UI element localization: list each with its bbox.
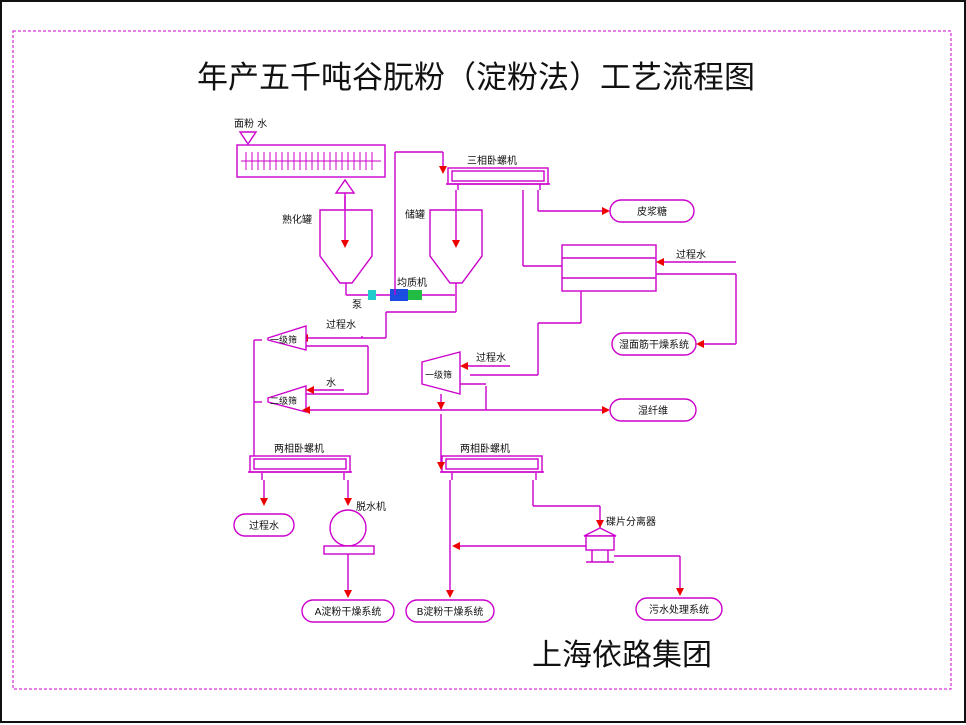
inner-dashed-border bbox=[12, 30, 952, 690]
output-b-starch bbox=[405, 599, 495, 623]
screen-1-left bbox=[267, 325, 307, 351]
label-decanter-2phase-right: 两相卧螺机 bbox=[460, 442, 510, 455]
output-wet-gluten bbox=[611, 332, 697, 356]
output-a-starch-label: A淀粉干燥系统 bbox=[315, 605, 382, 618]
label-mixing-tank: 熟化罐 bbox=[282, 213, 312, 226]
output-wet-fiber-label: 湿纤维 bbox=[638, 404, 668, 417]
label-process-water-2: 过程水 bbox=[326, 318, 356, 331]
output-process-water bbox=[233, 513, 295, 537]
hopper-icon bbox=[238, 131, 258, 146]
output-a-starch bbox=[301, 599, 395, 623]
label-pump: 泵 bbox=[352, 299, 362, 311]
label-process-water-1: 过程水 bbox=[676, 248, 706, 261]
pump-icon bbox=[368, 290, 376, 300]
disc-separator bbox=[583, 527, 617, 537]
label-dewater: 脱水机 bbox=[356, 500, 386, 513]
label-screen-2-left: 二级筛 bbox=[270, 395, 297, 407]
label-process-water-3: 过程水 bbox=[476, 351, 506, 364]
label-water: 水 bbox=[326, 377, 336, 389]
dewater-machine bbox=[329, 509, 367, 547]
output-process-water-label: 过程水 bbox=[249, 519, 279, 532]
output-waste-syrup-label: 皮浆糖 bbox=[637, 205, 667, 218]
output-wet-fiber bbox=[609, 398, 697, 422]
label-storage-tank: 储罐 bbox=[405, 208, 425, 221]
homogenizer-motor-icon bbox=[390, 289, 408, 301]
company-name: 上海依路集团 bbox=[532, 638, 712, 673]
mixer-blade-ticks bbox=[245, 152, 373, 170]
diagram-title: 年产五千吨谷朊粉（淀粉法）工艺流程图 bbox=[197, 60, 755, 96]
homogenizer-body-icon bbox=[408, 290, 422, 300]
mixing-tank bbox=[319, 209, 373, 284]
output-wet-gluten-label: 湿面筋干燥系统 bbox=[619, 338, 689, 351]
label-disc-separator: 碟片分离器 bbox=[606, 515, 656, 528]
output-b-starch-label: B淀粉干燥系统 bbox=[417, 605, 484, 618]
mixer-outlet-triangle bbox=[334, 178, 356, 194]
output-waste-syrup bbox=[609, 199, 695, 223]
label-homogenizer: 均质机 bbox=[397, 276, 427, 289]
label-decanter-3phase: 三相卧螺机 bbox=[467, 154, 517, 167]
gluten-wash-tank bbox=[561, 244, 657, 292]
output-wastewater bbox=[635, 597, 723, 621]
label-flour-water: 面粉 水 bbox=[234, 117, 267, 130]
label-screen-1-right: 一级筛 bbox=[425, 369, 452, 381]
label-screen-1-left: 一级筛 bbox=[270, 334, 297, 346]
output-wastewater-label: 污水处理系统 bbox=[649, 603, 709, 616]
label-decanter-2phase-left: 两相卧螺机 bbox=[274, 442, 324, 455]
screen-1-right bbox=[421, 351, 461, 395]
